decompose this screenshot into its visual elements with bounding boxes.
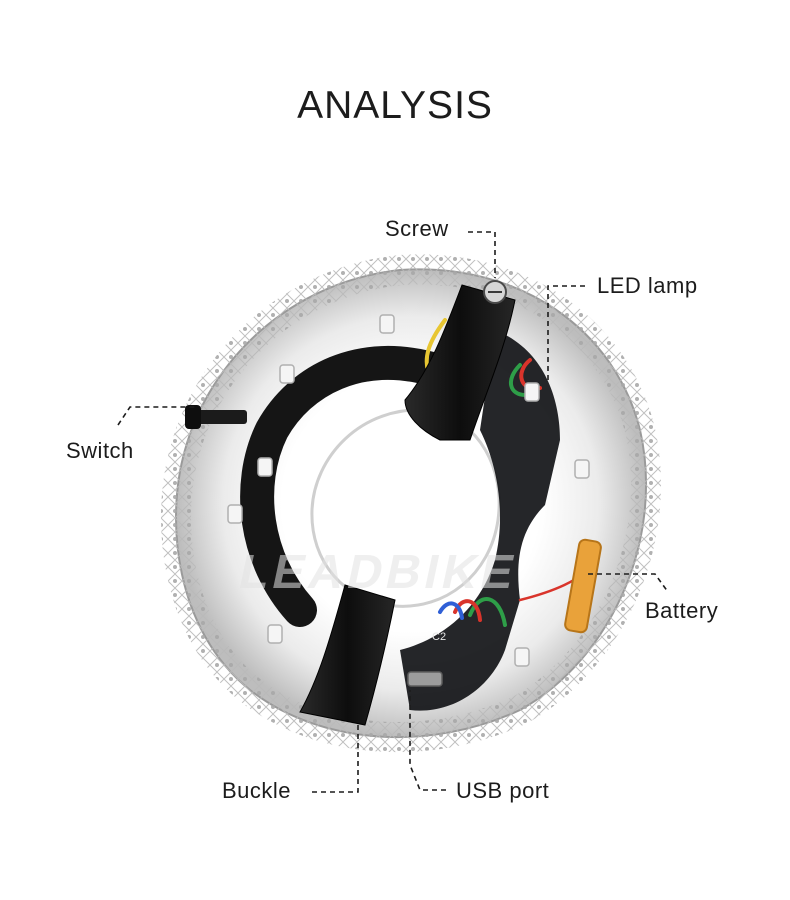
led-strip-arc xyxy=(240,345,452,627)
led-lamp xyxy=(514,647,530,667)
clamp-upper xyxy=(404,284,516,441)
led-lamp xyxy=(379,314,395,334)
leader-buckle xyxy=(312,725,359,793)
callout-led-lamp: LED lamp xyxy=(597,273,698,298)
led-lamp xyxy=(227,504,243,524)
pcb-marking: C2 xyxy=(432,631,446,643)
led-lamp xyxy=(279,364,295,384)
callout-battery: Battery xyxy=(645,598,719,623)
leader-led xyxy=(547,285,585,380)
brand-watermark: LEADBIKE xyxy=(234,546,523,599)
callout-screw: Screw xyxy=(385,216,449,241)
leader-lines xyxy=(117,231,669,793)
clamp-lower xyxy=(299,584,396,726)
leader-battery xyxy=(588,573,669,593)
leader-usb xyxy=(409,690,446,791)
battery-cell xyxy=(564,538,602,634)
pcb-board xyxy=(400,330,560,711)
leader-switch xyxy=(117,406,198,426)
led-lamps xyxy=(227,314,590,667)
callout-buckle: Buckle xyxy=(222,778,292,803)
led-lamp xyxy=(574,459,590,479)
led-lamp xyxy=(267,624,283,644)
led-lamp xyxy=(524,382,540,402)
switch-plunger xyxy=(185,405,247,429)
led-lamp xyxy=(257,457,273,477)
screw-head xyxy=(483,280,507,304)
leader-screw xyxy=(468,231,496,278)
usb-port xyxy=(407,671,443,687)
callout-usb-port: USB port xyxy=(456,778,550,803)
page-title: ANALYSIS xyxy=(297,84,493,127)
callout-switch: Switch xyxy=(66,438,134,463)
